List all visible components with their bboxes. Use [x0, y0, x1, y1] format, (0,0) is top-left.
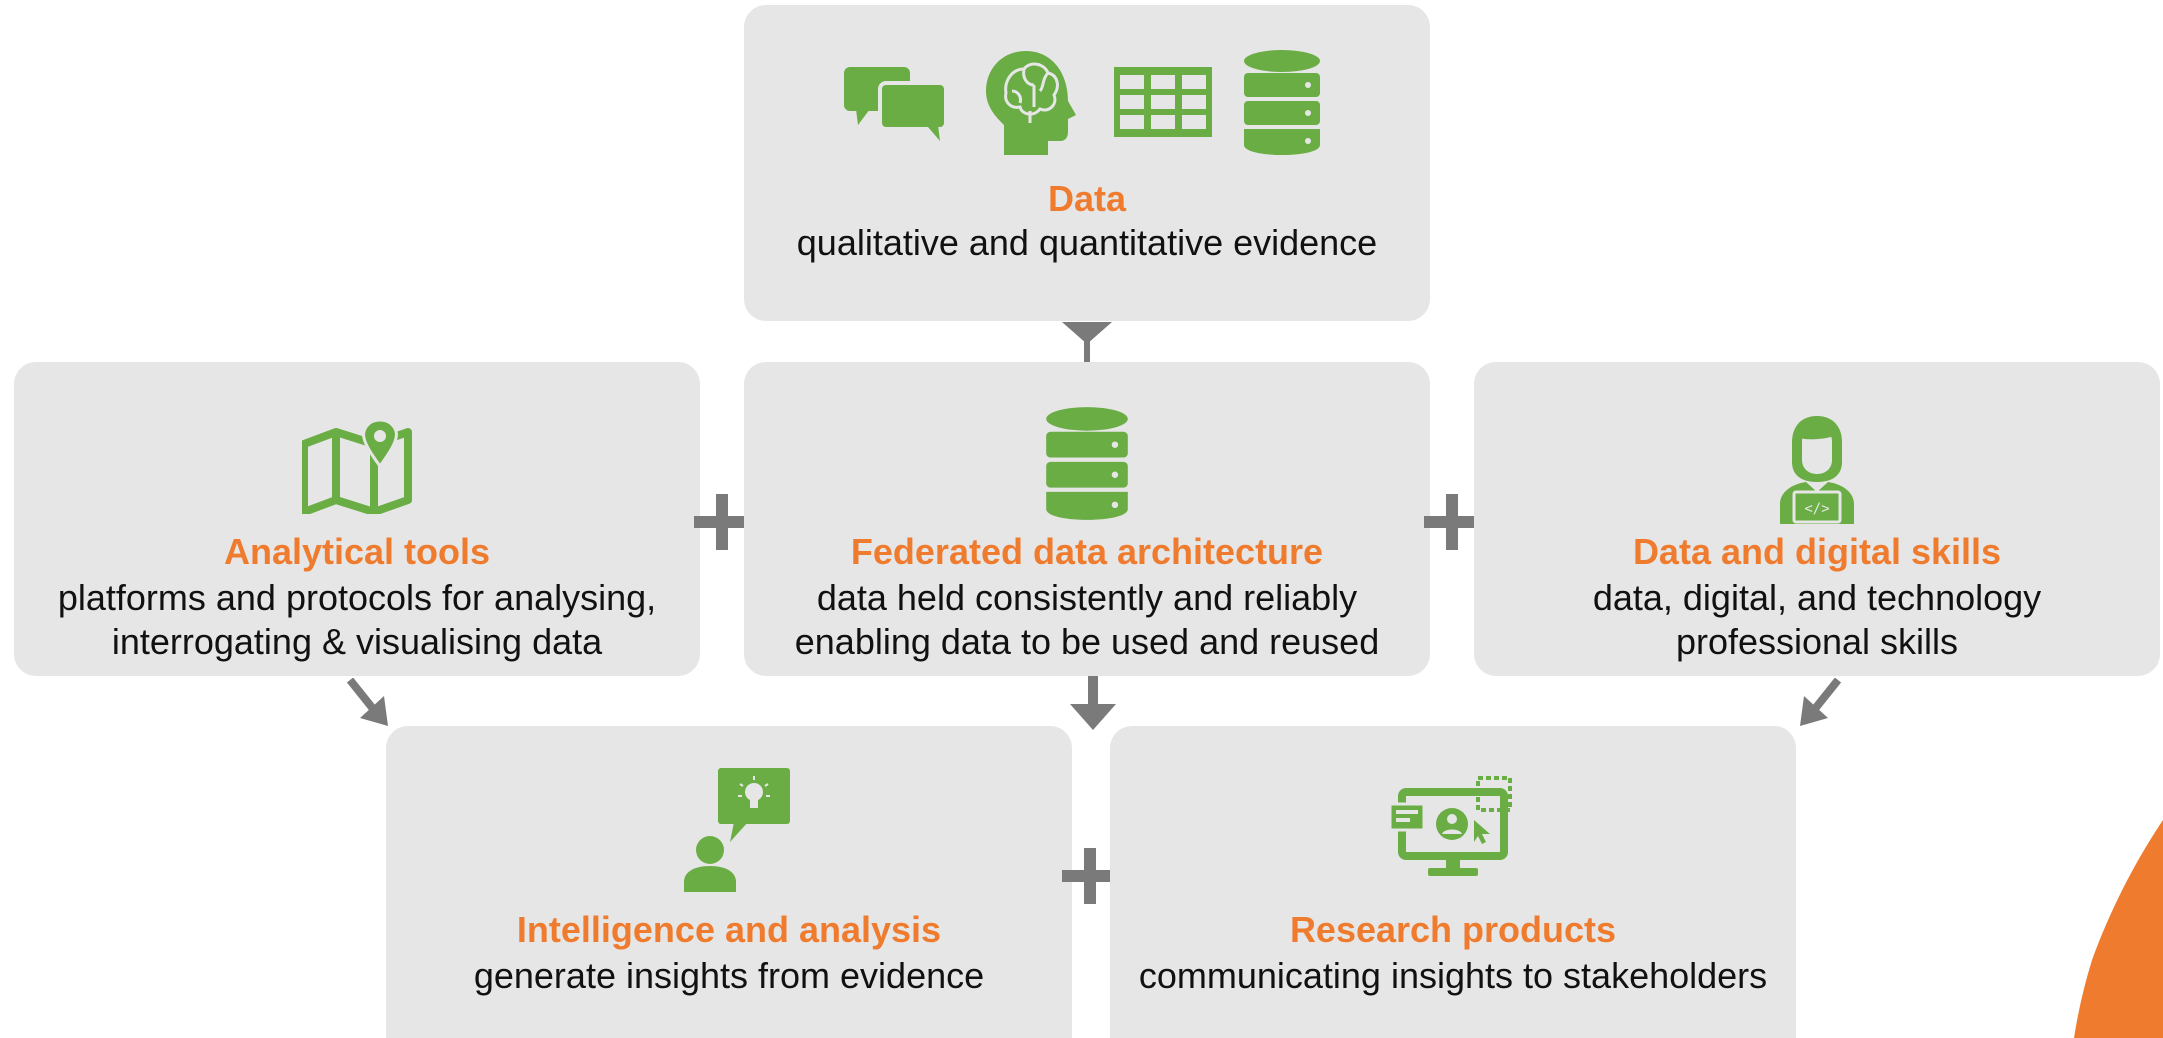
data-desc: qualitative and quantitative evidence: [796, 222, 1378, 263]
connector-analytical-to-intelligence: [346, 678, 388, 726]
table-grid-icon: [1114, 67, 1212, 137]
plus-icon: [1424, 494, 1480, 550]
federated-node: Federated data architecture data held co…: [744, 362, 1430, 676]
research-title: Research products: [1289, 909, 1617, 950]
svg-text:</>: </>: [1804, 501, 1829, 517]
data-title: Data: [1047, 178, 1127, 219]
connector-skills-to-research: [1800, 678, 1842, 726]
digital-skills-title: Data and digital skills: [1632, 531, 2002, 572]
analytical-tools-desc-line1: platforms and protocols for analysing,: [57, 577, 657, 618]
analytical-tools-desc-line2: interrogating & visualising data: [111, 621, 603, 662]
research-node: Research products communicating insights…: [1110, 726, 1796, 1038]
digital-skills-node: </> Data and digital skills data, digita…: [1474, 362, 2160, 676]
monitor-presentation-icon: [1390, 776, 1512, 876]
analytical-tools-title: Analytical tools: [223, 531, 491, 572]
coder-person-icon: </>: [1780, 416, 1854, 524]
corner-accent-shape: [2074, 820, 2163, 1038]
brain-head-icon: [986, 51, 1076, 155]
intelligence-title: Intelligence and analysis: [516, 909, 942, 950]
intelligence-node: Intelligence and analysis generate insig…: [386, 726, 1072, 1038]
federated-title: Federated data architecture: [850, 531, 1324, 572]
connector-data-to-federated: [1062, 322, 1112, 372]
plus-icon: [694, 494, 750, 550]
intelligence-desc: generate insights from evidence: [473, 955, 985, 996]
digital-skills-desc-line1: data, digital, and technology: [1592, 577, 2042, 618]
digital-skills-desc-line2: professional skills: [1675, 621, 1959, 662]
federated-desc-line1: data held consistently and reliably: [816, 577, 1358, 618]
connector-federated-to-bottom: [1070, 676, 1116, 730]
person-lightbulb-icon: [684, 768, 790, 892]
database-icon: [1046, 407, 1128, 520]
plus-icon: [1062, 848, 1118, 904]
map-pin-icon: [302, 418, 412, 514]
speech-bubbles-icon: [844, 67, 948, 141]
analytical-tools-node: Analytical tools platforms and protocols…: [14, 362, 700, 676]
research-desc: communicating insights to stakeholders: [1138, 955, 1768, 996]
federated-desc-line2: enabling data to be used and reused: [794, 621, 1380, 662]
data-node: Data qualitative and quantitative eviden…: [744, 5, 1430, 321]
database-icon: [1244, 50, 1320, 155]
